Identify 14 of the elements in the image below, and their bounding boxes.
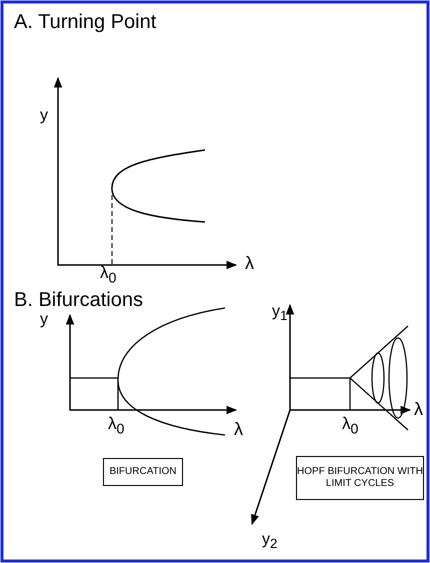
axis-label: λ <box>414 400 423 418</box>
axis-label: λ$_{0}$ <box>108 415 124 437</box>
axis-label: λ <box>234 420 243 438</box>
caption-box: BIFURCATION <box>103 458 183 486</box>
axis-label: λ$_{0}$ <box>342 415 358 437</box>
axis-label: λ$_{0}$ <box>100 264 116 286</box>
axis-label: λ <box>245 254 254 272</box>
caption-box: HOPF BIFURCATION WITH LIMIT CYCLES <box>296 456 424 500</box>
section-title: B. Bifurcations <box>14 290 143 310</box>
axis-label: y <box>40 108 48 124</box>
axis-label: y <box>40 312 48 328</box>
axis-label: y$_{1}$ <box>272 304 288 323</box>
section-title: A. Turning Point <box>14 12 156 32</box>
axis-label: y$_{2}$ <box>262 532 278 551</box>
